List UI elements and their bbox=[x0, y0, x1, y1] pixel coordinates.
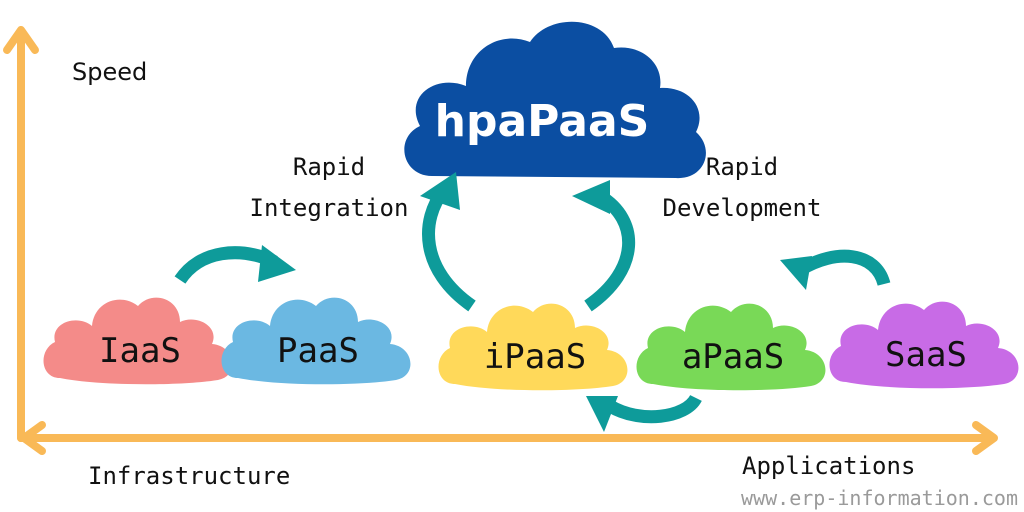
cloud-label: SaaS bbox=[885, 335, 967, 375]
cloud-label: iPaaS bbox=[484, 337, 586, 377]
rapid-integration-line1: Rapid bbox=[293, 153, 365, 181]
rapid-development-line2: Development bbox=[663, 194, 822, 222]
cloud-ipaas: iPaaS bbox=[438, 303, 628, 391]
rapid-development-line1: Rapid bbox=[706, 153, 778, 181]
arrow-ipaas-to-hpapaas-left bbox=[420, 172, 476, 312]
x-axis-arrow bbox=[17, 421, 998, 455]
x-axis-label-infrastructure: Infrastructure bbox=[88, 462, 290, 490]
cloud-label: aPaaS bbox=[682, 337, 784, 377]
cloud-saas: SaaS bbox=[829, 301, 1019, 389]
hpapaas-label: hpaPaaS bbox=[435, 96, 650, 147]
arrow-ipaas-to-hpapaas-right bbox=[572, 180, 636, 312]
cloud-label: IaaS bbox=[99, 331, 181, 371]
y-axis-label-speed: Speed bbox=[72, 58, 147, 86]
cloud-apaas: aPaaS bbox=[636, 303, 826, 391]
arrow-saas-to-apaas bbox=[780, 249, 891, 290]
hpapaas-cloud: hpaPaaS bbox=[404, 21, 706, 179]
y-axis-arrow bbox=[3, 26, 39, 442]
watermark: www.erp-information.com bbox=[741, 486, 1018, 510]
cloud-iaas: IaaS bbox=[43, 297, 233, 385]
cloud-label: PaaS bbox=[277, 331, 359, 371]
cloud-paas: PaaS bbox=[221, 297, 411, 385]
arrow-iaas-to-paas bbox=[174, 245, 296, 284]
rapid-integration-line2: Integration bbox=[250, 194, 409, 222]
arrow-apaas-to-ipaas bbox=[586, 394, 702, 432]
x-axis-label-applications: Applications bbox=[742, 452, 915, 480]
